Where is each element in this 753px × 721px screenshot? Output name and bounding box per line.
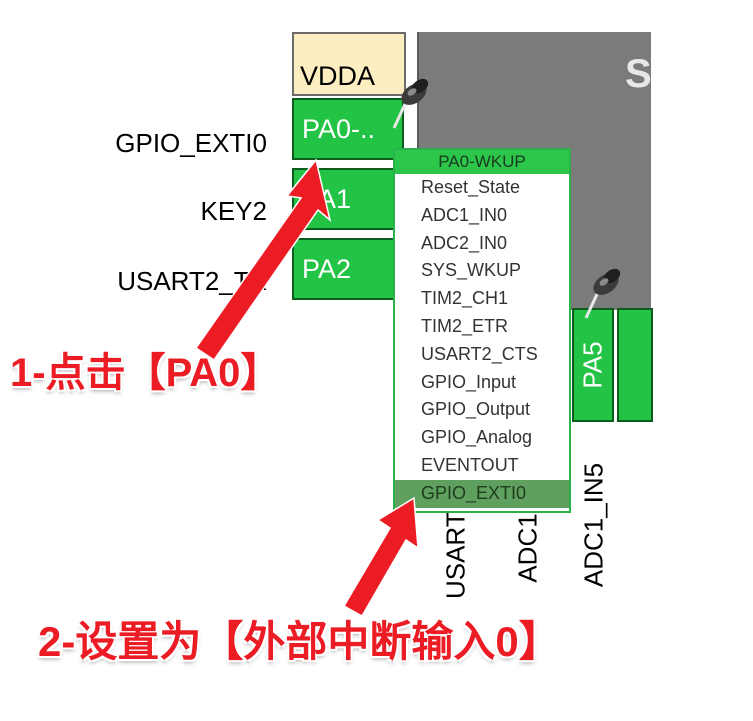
step1-annotation: 1-点击【PA0】 [10,351,281,395]
pin-label-pa5: ADC1_IN5 [578,462,609,588]
menu-header: PA0-WKUP [395,150,569,174]
menu-item-reset-state[interactable]: Reset_State [421,177,521,197]
pin-pa5[interactable]: PA5 [572,308,614,422]
pushpin-icon [584,268,621,319]
pushpin-icon [392,78,429,129]
menu-item-adc2-in0[interactable]: ADC2_IN0 [421,232,508,253]
menu-item-adc1-in0[interactable]: ADC1_IN0 [421,204,508,225]
menu-item-tim2-etr[interactable]: TIM2_ETR [421,315,509,336]
pin-label-pa1: KEY2 [200,196,268,226]
pin-label-pa2: USART2_TX [117,266,267,296]
pin-function-menu: PA0-WKUP Reset_State ADC1_IN0 ADC2_IN0 S… [393,148,571,513]
menu-item-usart2-cts[interactable]: USART2_CTS [421,343,538,364]
menu-item-tim2-ch1[interactable]: TIM2_CH1 [421,288,509,309]
red-arrow [342,496,419,618]
menu-item-gpio-analog[interactable]: GPIO_Analog [421,427,533,448]
pin-pa0[interactable]: PA0-.. [292,98,404,160]
pin-vdda[interactable]: VDDA [292,32,406,96]
pin-label-adc1-partial: ADC1 [512,513,543,583]
pin-pa2[interactable]: PA2 [292,238,404,300]
menu-item-gpio-exti0[interactable]: GPIO_EXTI0 [395,479,569,508]
pin-top-right[interactable] [617,308,653,422]
step2-annotation: 2-设置为【外部中断输入0】 [38,618,561,665]
chip-label: S [625,52,652,96]
menu-item-sys-wkup[interactable]: SYS_WKUP [421,260,522,281]
menu-item-eventout[interactable]: EVENTOUT [421,454,519,475]
menu-item-gpio-input[interactable]: GPIO_Input [421,371,517,392]
menu-item-gpio-output[interactable]: GPIO_Output [421,399,531,420]
pin-label-pa0: GPIO_EXTI0 [115,128,267,158]
pin-pa1[interactable]: PA1 [292,168,404,230]
